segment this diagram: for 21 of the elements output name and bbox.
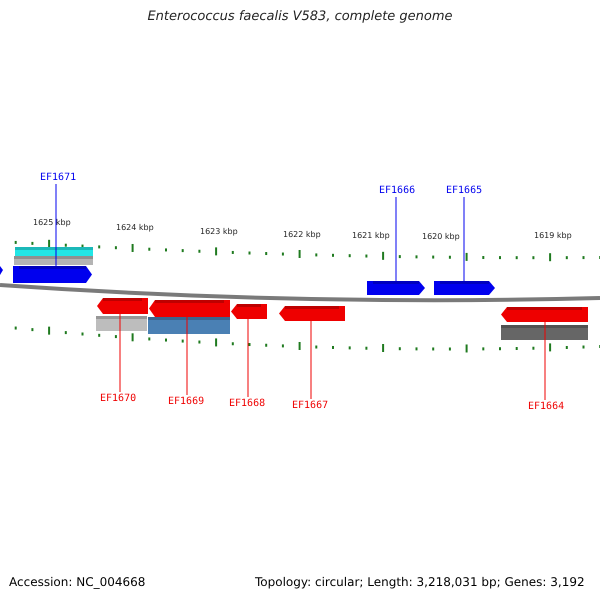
leader-line: [186, 316, 188, 396]
kbp-label: 1619 kbp: [534, 231, 572, 240]
gene-label: EF1668: [229, 398, 266, 409]
title: Enterococcus faecalis V583, complete genome: [147, 9, 453, 24]
genome-info-text: Topology: circular; Length: 3,218,031 bp; Genes: 3,192: [255, 575, 585, 589]
kbp-label: 1620 kbp: [422, 232, 460, 241]
gene-label: EF1667: [292, 400, 328, 411]
kbp-label: 1623 kbp: [200, 227, 238, 236]
leader-line: [310, 320, 312, 400]
kbp-label: 1625 kbp: [33, 218, 71, 227]
kbp-label: 1621 kbp: [352, 231, 390, 240]
gene-label: EF1669: [168, 396, 204, 407]
gene-label: EF1671: [40, 172, 76, 183]
gene-label: EF1666: [379, 185, 416, 196]
gene-label: EF1664: [528, 401, 564, 412]
kbp-label: 1624 kbp: [116, 223, 154, 232]
gene-label: EF1665: [446, 185, 482, 196]
kbp-label: 1622 kbp: [283, 230, 321, 239]
leader-line: [544, 322, 546, 400]
accession-text: Accession: NC_004668: [9, 575, 146, 589]
gene-label: EF1670: [100, 393, 136, 404]
